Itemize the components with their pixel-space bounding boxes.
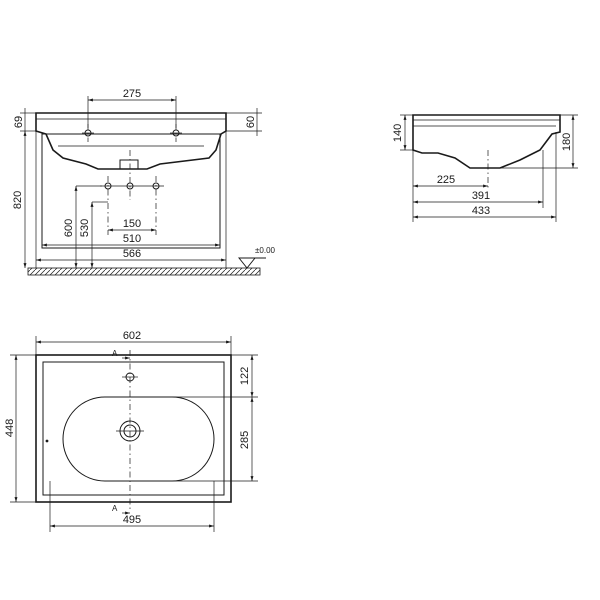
dim-602-label: 602 <box>123 330 141 342</box>
front-cabinet <box>41 133 221 249</box>
dim-433-label: 433 <box>472 205 490 217</box>
dim-510-label: 510 <box>123 233 141 245</box>
dim-150-label: 150 <box>123 218 141 230</box>
front-basin-outline <box>35 112 227 170</box>
front-drain <box>119 159 139 170</box>
floor-level-label: ±0.00 <box>255 246 276 255</box>
section-label-bottom: A <box>112 504 118 513</box>
dim-180-label: 180 <box>561 133 573 151</box>
side-view: 140 180 225 391 433 <box>392 114 578 222</box>
top-overflow-dot <box>45 439 49 443</box>
dim-60-label: 60 <box>245 116 257 128</box>
dim-275-label: 275 <box>123 88 141 100</box>
front-floor-hatch <box>27 267 261 276</box>
section-label-top: A <box>112 349 118 358</box>
dim-122-label: 122 <box>239 367 251 385</box>
top-view: A A 602 448 122 285 495 <box>4 330 258 532</box>
dim-140-label: 140 <box>392 124 404 142</box>
dim-600-label: 600 <box>63 219 75 237</box>
top-basin-outline <box>35 354 232 503</box>
dim-285-label: 285 <box>239 431 251 449</box>
dim-566-label: 566 <box>123 248 141 260</box>
dim-225-label: 225 <box>437 174 455 186</box>
top-bowl-outline <box>62 396 215 482</box>
front-view: ±0.00 275 69 60 820 600 530 150 510 <box>12 88 276 276</box>
dim-495-label: 495 <box>123 514 141 526</box>
dim-448-label: 448 <box>4 419 16 437</box>
dim-820-label: 820 <box>12 191 24 209</box>
dim-530-label: 530 <box>79 219 91 237</box>
side-basin-outline <box>412 114 561 169</box>
floor-level-marker <box>237 257 266 269</box>
dim-391-label: 391 <box>472 190 490 202</box>
dim-69-label: 69 <box>13 116 25 128</box>
top-inner-rim <box>42 361 225 496</box>
